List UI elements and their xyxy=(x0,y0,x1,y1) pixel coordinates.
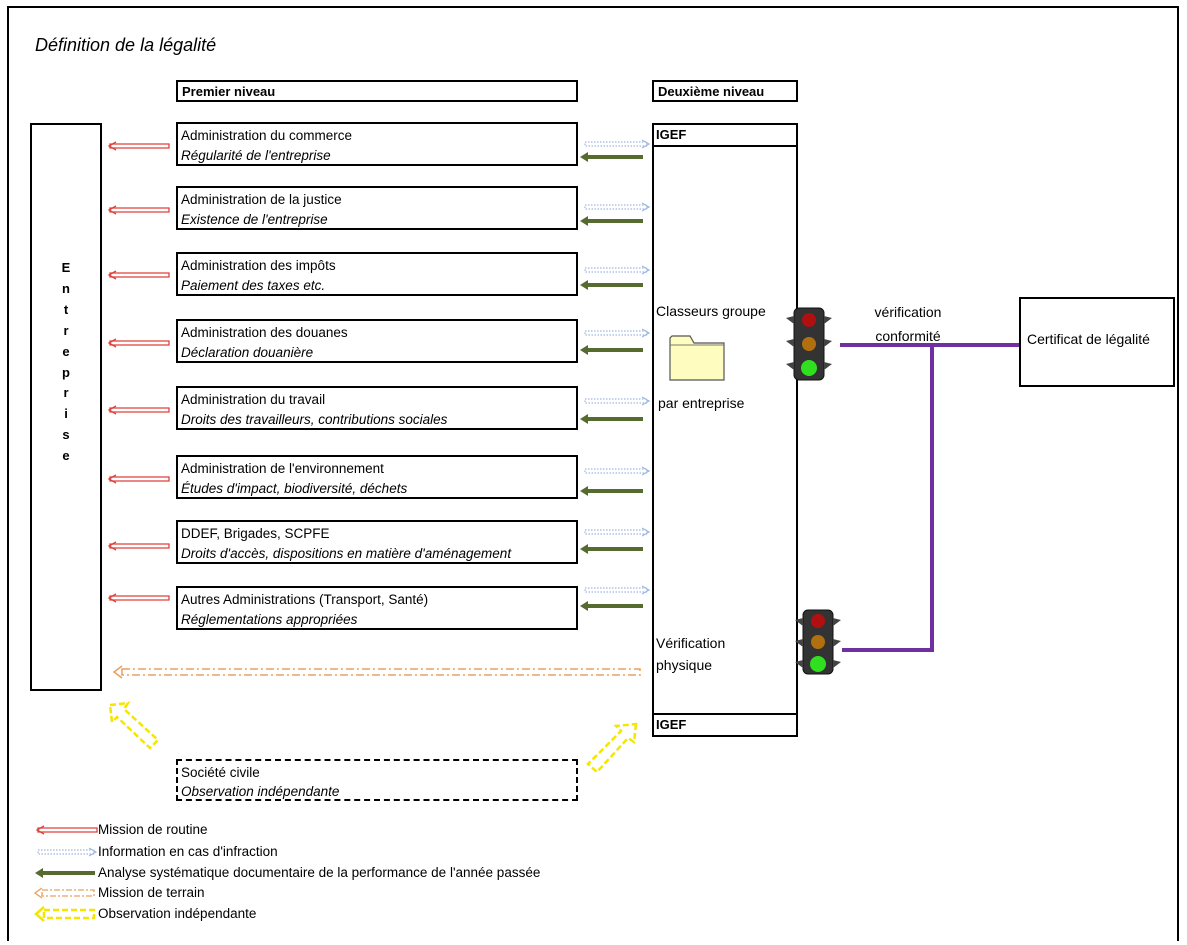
infraction-info-arrow xyxy=(641,585,651,595)
verification-word: vérification xyxy=(874,304,942,320)
verification-line-1: Vérification xyxy=(656,635,726,651)
legend-label: Analyse systématique documentaire de la … xyxy=(98,865,541,880)
infraction-info-arrow xyxy=(641,396,651,406)
diagram-title: Définition de la légalité xyxy=(35,35,217,55)
orange-dashed-arrow-icon xyxy=(33,887,43,899)
legend-label: Mission de routine xyxy=(98,822,208,837)
administration-box: DDEF, Brigades, SCPFE Droits d'accès, dis… xyxy=(176,520,578,564)
legend-label: Information en cas d'infraction xyxy=(98,844,278,859)
entreprise-letter: s xyxy=(62,427,70,443)
blue-dotted-arrow-icon xyxy=(88,847,98,857)
routine-mission-arrow xyxy=(107,141,117,151)
administration-subject: Études d'impact, biodiversité, déchets xyxy=(181,481,408,496)
documentary-analysis-arrow xyxy=(580,486,643,496)
igef-top-label: IGEF xyxy=(654,125,796,147)
entreprise-letter: n xyxy=(62,280,70,296)
legend-label: Observation indépendante xyxy=(98,906,257,921)
header-second-level: Deuxième niveau xyxy=(652,80,798,102)
conformite-word: conformité xyxy=(875,328,941,344)
infraction-info-arrow xyxy=(641,202,651,212)
administration-subject: Déclaration douanière xyxy=(181,345,314,360)
entreprise-letter: e xyxy=(62,343,70,359)
administration-subject: Réglementations appropriées xyxy=(181,612,358,627)
administration-subject: Régularité de l'entreprise xyxy=(181,148,331,163)
administration-name: Administration des impôts xyxy=(181,258,336,273)
entreprise-letter: r xyxy=(63,385,69,401)
administration-name: Administration du commerce xyxy=(181,128,353,143)
administration-name: Administration du travail xyxy=(181,392,326,407)
documentary-analysis-arrow xyxy=(580,280,643,290)
legend-label: Mission de terrain xyxy=(98,885,205,900)
administration-subject: Droits des travailleurs, contributions s… xyxy=(181,412,448,427)
header-first-level: Premier niveau xyxy=(176,80,578,102)
yellow-dashed-arrow-icon xyxy=(34,906,45,922)
administration-name: Administration des douanes xyxy=(181,325,348,340)
civil-society-subject: Observation indépendante xyxy=(181,784,340,799)
verification-connector xyxy=(840,343,1019,652)
routine-mission-arrow xyxy=(107,541,117,551)
entreprise-letter: e xyxy=(62,448,70,464)
routine-mission-arrow xyxy=(107,593,117,603)
igef-bottom-label: IGEF xyxy=(654,713,796,735)
second-level-box: IGEF Classeurs groupe par entreprise Vér… xyxy=(652,123,798,737)
infraction-info-arrow xyxy=(641,139,651,149)
par-entreprise-label: par entreprise xyxy=(658,395,745,411)
documentary-analysis-arrow xyxy=(580,414,643,424)
verification-conformite-label: vérification conformité xyxy=(845,300,971,348)
observation-arrow-left xyxy=(108,701,160,750)
certificate-box: Certificat de légalité xyxy=(1019,297,1175,387)
routine-mission-arrow xyxy=(107,405,117,415)
entreprise-letter: t xyxy=(63,301,69,317)
administration-name: Administration de l'environnement xyxy=(181,461,384,476)
administration-subject: Droits d'accès, dispositions en matière … xyxy=(181,546,512,561)
administration-name: Autres Administrations (Transport, Santé… xyxy=(181,592,429,607)
administration-subject: Paiement des taxes etc. xyxy=(181,278,326,293)
routine-mission-arrow xyxy=(107,338,117,348)
civil-society-box: Société civile Observation indépendante xyxy=(176,759,578,801)
documentary-analysis-arrow xyxy=(580,345,643,355)
traffic-light-icon xyxy=(795,609,841,675)
green-solid-arrow-icon xyxy=(35,868,95,878)
documentary-analysis-arrow xyxy=(580,152,643,162)
administration-box: Autres Administrations (Transport, Santé… xyxy=(176,586,578,630)
infraction-info-arrow xyxy=(641,466,651,476)
documentary-analysis-arrow xyxy=(580,601,643,611)
traffic-light-icon xyxy=(786,307,832,381)
entreprise-letter: p xyxy=(62,364,70,380)
red-outline-arrow-icon xyxy=(35,825,45,835)
observation-arrow-right xyxy=(586,722,638,774)
documentary-analysis-arrow xyxy=(580,216,643,226)
administration-subject: Existence de l'entreprise xyxy=(181,212,328,227)
routine-mission-arrow xyxy=(107,270,117,280)
documentary-analysis-arrow xyxy=(580,544,643,554)
diagram-frame xyxy=(7,6,1179,941)
infraction-info-arrow xyxy=(641,265,651,275)
administration-name: DDEF, Brigades, SCPFE xyxy=(181,526,330,541)
civil-society-name: Société civile xyxy=(181,765,260,780)
infraction-info-arrow xyxy=(641,527,651,537)
routine-mission-arrow xyxy=(107,205,117,215)
field-mission-arrow xyxy=(112,665,641,679)
verification-line-2: physique xyxy=(656,657,713,673)
classeurs-label: Classeurs groupe xyxy=(656,303,766,319)
entreprise-letter: i xyxy=(64,406,68,422)
administration-name: Administration de la justice xyxy=(181,192,342,207)
entreprise-letter: E xyxy=(61,260,71,275)
infraction-info-arrow xyxy=(641,328,651,338)
routine-mission-arrow xyxy=(107,474,117,484)
folder-icon xyxy=(669,335,725,381)
verification-physique-label: Vérification physique xyxy=(656,632,725,676)
entreprise-letter: r xyxy=(63,322,69,338)
